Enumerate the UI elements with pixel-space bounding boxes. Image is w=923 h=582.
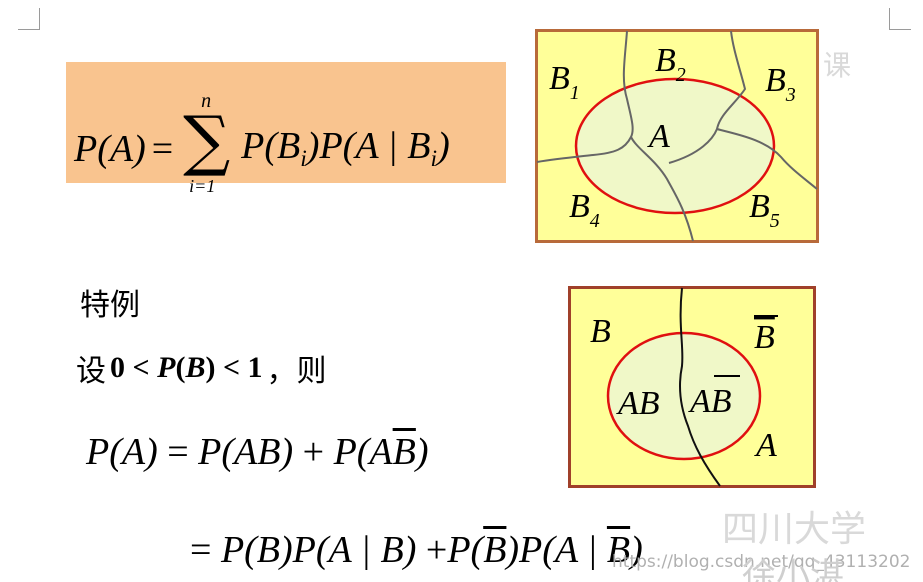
formula-equals: = [151,128,174,170]
assume-suffix: ，则 [266,354,327,389]
event-a-ellipse-2 [606,331,762,461]
label-b4: B4 [569,188,600,232]
venn-complement-diagram: B B AB AB A [568,286,816,488]
summation: n ∑ i=1 [181,90,239,204]
label-b1: B1 [549,60,580,104]
formula-term-conditional: P(A | Bi) [319,125,450,173]
watermark-name: 徐小湛 [742,556,844,582]
sigma-symbol: ∑ [183,102,231,179]
partition-lines [536,30,818,242]
formula-highlight-box [66,62,506,183]
formula-term-prior: P(Bi) [241,125,320,173]
assumption-line: 设 0 < P(B) < 1 ，则 [76,346,327,390]
label-b-bar: B [754,319,775,356]
equation-decomposition: P(A) = P(AB) + P(AB) [86,431,429,473]
assume-condition: 0 < P(B) < 1 [110,351,263,384]
formula-lhs: P(A) [74,128,146,170]
label-b: B [590,313,611,350]
special-case-heading: 特例 [80,288,140,323]
watermark-university: 四川大学 [722,509,867,550]
watermark-url: https://blog.csdn.net/qq_43113202 [612,552,911,572]
total-probability-formula: P(A) = n ∑ i=1 P(Bi) P(A | Bi) [74,90,450,204]
label-a-bbar: AB [688,383,732,420]
divider-line [679,287,721,487]
equation-expanded: = P(B)P(A | B) +P(B)P(A | B) [190,529,643,571]
label-b5: B5 [749,188,780,232]
watermark-ke: 课 [823,49,852,82]
label-b3: B3 [765,62,796,106]
sum-lower-limit: i=1 [189,176,216,196]
label-a: A [647,118,670,155]
page-corner-mark-left [18,8,40,30]
venn-partition-diagram: B1 B2 B3 B4 B5 A [535,29,819,243]
sum-upper-limit: n [201,90,212,112]
assume-prefix: 设 [76,354,106,389]
label-b2: B2 [655,42,686,86]
page-corner-mark-right [889,8,911,30]
label-ab: AB [616,385,660,422]
label-a-2: A [754,427,777,464]
